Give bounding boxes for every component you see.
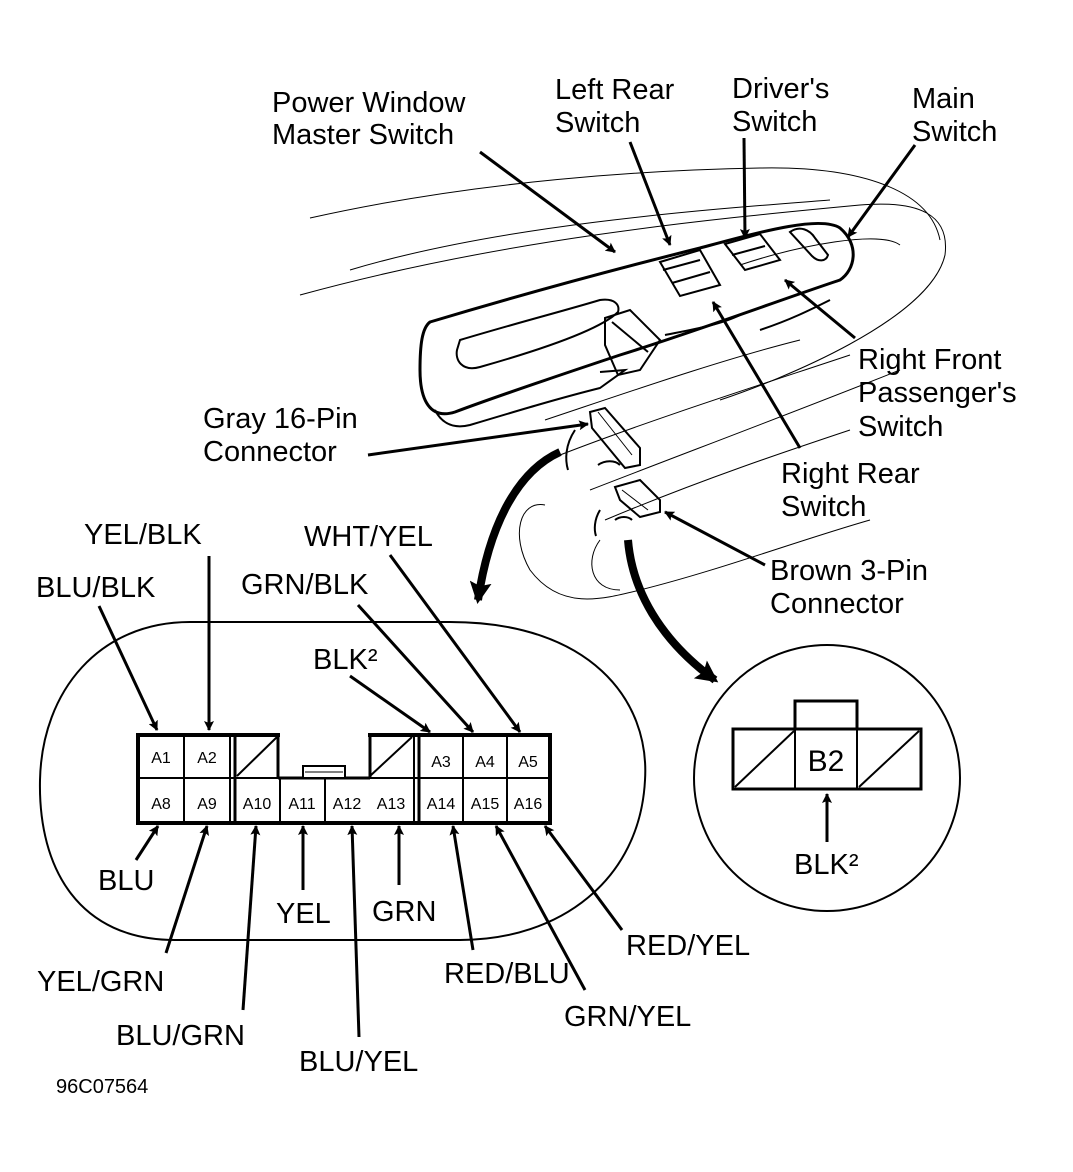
master-switch-housing bbox=[418, 221, 855, 428]
wire-label-A15: GRN/YEL bbox=[564, 1001, 691, 1033]
label-drivers-1: Driver's bbox=[732, 73, 829, 105]
label-brown-connector-1: Brown 3-Pin bbox=[770, 555, 928, 587]
pin-A3: A3 bbox=[431, 754, 451, 771]
label-gray-connector-2: Connector bbox=[203, 436, 337, 468]
figure-code: 96C07564 bbox=[56, 1076, 148, 1098]
wire-label-A2: YEL/BLK bbox=[84, 519, 202, 551]
label-drivers-2: Switch bbox=[732, 106, 817, 138]
pin-A4: A4 bbox=[475, 754, 495, 771]
component-labels: Power Window Master Switch Left Rear Swi… bbox=[203, 73, 1017, 620]
wire-label-A10: BLU/GRN bbox=[116, 1020, 245, 1052]
wire-label-A3: BLK² bbox=[313, 644, 378, 676]
label-master-switch-2: Master Switch bbox=[272, 119, 454, 151]
pin-A16: A16 bbox=[514, 796, 543, 813]
pin-A12: A12 bbox=[333, 796, 362, 813]
pin-A10: A10 bbox=[243, 796, 272, 813]
pin-A8: A8 bbox=[151, 796, 171, 813]
label-left-rear-2: Switch bbox=[555, 107, 640, 139]
pin-A15: A15 bbox=[471, 796, 500, 813]
pin-A13: A13 bbox=[377, 796, 406, 813]
gray-16pin-connector-drawing bbox=[565, 406, 641, 471]
connector-3pin-face: B2 bbox=[731, 699, 923, 791]
label-right-front-2: Passenger's bbox=[858, 377, 1017, 409]
wire-label-A12: BLU/YEL bbox=[299, 1046, 418, 1078]
wire-label-A11: YEL bbox=[276, 898, 331, 930]
arrow-to-3pin-detail bbox=[624, 539, 719, 684]
detail-outline-3pin bbox=[693, 644, 961, 912]
wire-leaders-16pin bbox=[97, 554, 624, 1038]
detail-outline-16pin bbox=[38, 621, 647, 941]
component-leaders bbox=[367, 137, 917, 567]
pin-A14: A14 bbox=[427, 796, 456, 813]
wire-label-B2: BLK² bbox=[794, 849, 859, 881]
wire-labels-16pin: BLU/BLK YEL/BLK BLK² GRN/BLK WHT/YEL BLU… bbox=[36, 519, 750, 1078]
pin-A5: A5 bbox=[518, 754, 538, 771]
label-right-front-1: Right Front bbox=[858, 344, 1001, 376]
pin-A11: A11 bbox=[288, 796, 315, 813]
wire-label-A1: BLU/BLK bbox=[36, 572, 156, 604]
wire-label-A8: BLU bbox=[98, 865, 154, 897]
label-main-2: Switch bbox=[912, 116, 997, 148]
brown-3pin-connector-drawing bbox=[593, 478, 661, 537]
wire-label-A5: WHT/YEL bbox=[304, 521, 433, 553]
pin-labels-16pin: A1 A2 A3 A4 A5 A8 A9 A10 A11 A12 A13 A14… bbox=[151, 750, 542, 813]
pin-A1: A1 bbox=[151, 750, 171, 767]
label-right-rear-1: Right Rear bbox=[781, 458, 920, 490]
wire-label-A4: GRN/BLK bbox=[241, 569, 369, 601]
label-master-switch-1: Power Window bbox=[272, 87, 466, 119]
label-main-1: Main bbox=[912, 83, 975, 115]
pin-B2: B2 bbox=[808, 745, 845, 778]
wire-label-A14: RED/BLU bbox=[444, 958, 570, 990]
label-right-rear-2: Switch bbox=[781, 491, 866, 523]
wire-label-A9: YEL/GRN bbox=[37, 966, 164, 998]
wire-label-A16: RED/YEL bbox=[626, 930, 750, 962]
pin-A9: A9 bbox=[197, 796, 217, 813]
arrow-to-16pin-detail bbox=[469, 448, 562, 604]
connector-16pin-face bbox=[136, 731, 552, 825]
wire-label-A13: GRN bbox=[372, 896, 436, 928]
pin-A2: A2 bbox=[197, 750, 217, 767]
label-brown-connector-2: Connector bbox=[770, 588, 904, 620]
label-left-rear-1: Left Rear bbox=[555, 74, 675, 106]
label-gray-connector-1: Gray 16-Pin bbox=[203, 403, 358, 435]
label-right-front-3: Switch bbox=[858, 411, 943, 443]
